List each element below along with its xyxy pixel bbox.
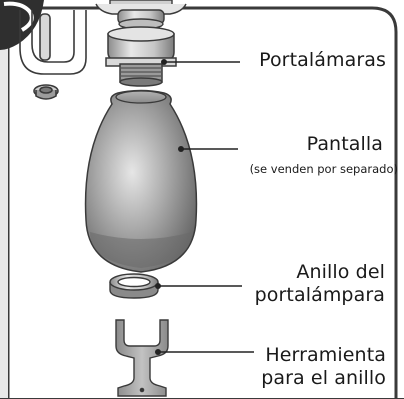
label-anillo-line1: Anillo del xyxy=(296,261,385,283)
holder-ring xyxy=(109,273,159,299)
frame xyxy=(0,6,404,399)
label-pantalla: Pantalla xyxy=(306,133,383,155)
label-anillo: Anillo del portalámpara xyxy=(255,261,385,307)
glass-shade xyxy=(84,89,198,273)
label-herramienta-line2: para el anillo xyxy=(261,367,386,389)
label-herramienta-line1: Herramienta xyxy=(265,344,386,366)
label-herramienta: Herramienta para el anillo xyxy=(261,344,386,390)
fan-bracket xyxy=(19,10,87,100)
step-badge xyxy=(0,0,44,50)
label-pantalla-note: (se venden por separado) xyxy=(249,162,398,176)
ring-tool xyxy=(115,319,169,397)
label-portalamaras: Portalámaras xyxy=(259,49,386,71)
label-anillo-line2: portalámpara xyxy=(254,284,385,306)
lamp-holder xyxy=(105,26,177,87)
